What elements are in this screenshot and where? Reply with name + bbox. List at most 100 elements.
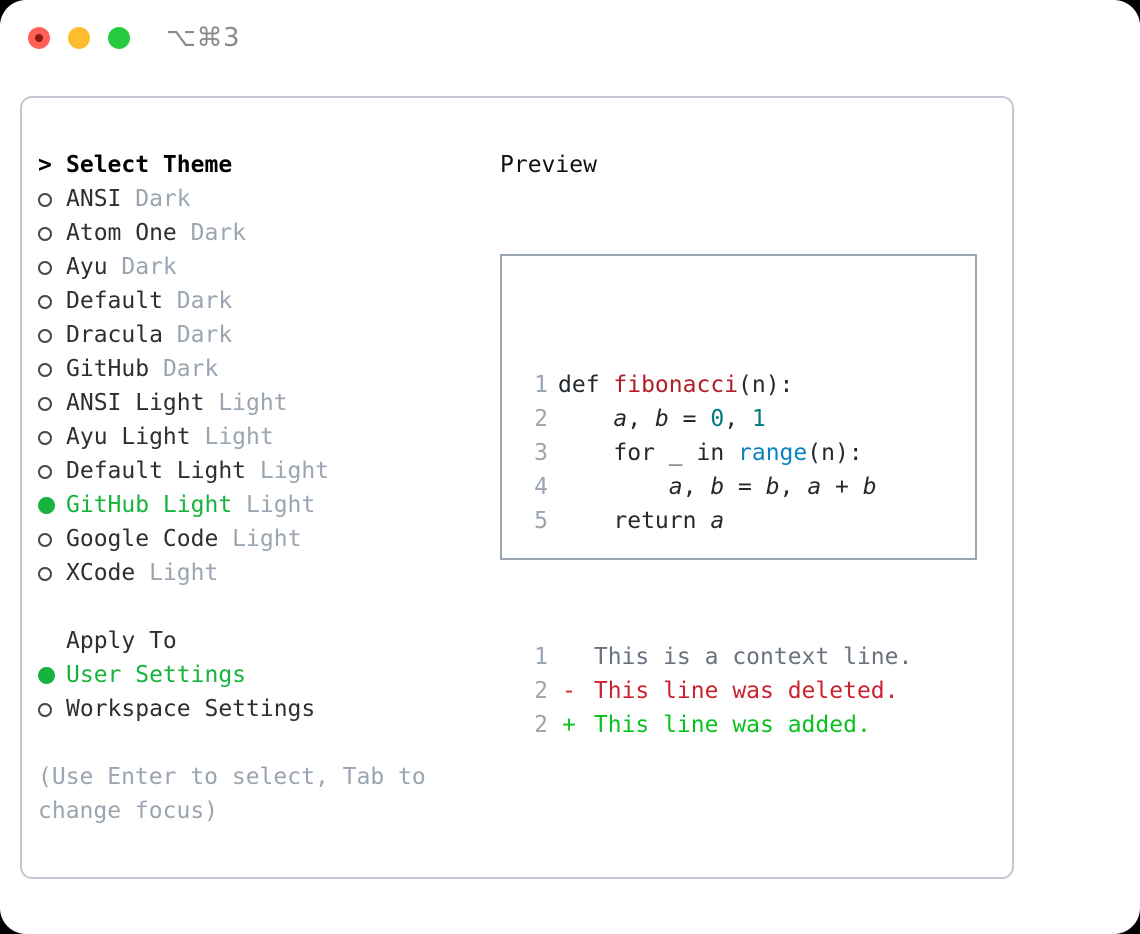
apply-to-option-workspace-settings[interactable]: Workspace Settings [38,692,488,726]
theme-option-ansi[interactable]: ANSI Dark [38,182,488,216]
code-token-plain: for _ in [558,440,739,466]
code-token-var: a [710,508,725,534]
apply-to-option-label: User Settings [66,662,247,688]
theme-option-dracula[interactable]: Dracula Dark [38,318,488,352]
theme-option-label: Default [66,288,163,314]
diff-line-context: 1 This is a context line. [520,640,912,674]
diff-line-deleted: 2- This line was deleted. [520,674,912,708]
minimize-button-icon[interactable] [68,27,90,49]
keyboard-hint-line1: (Use Enter to select, Tab to [38,764,426,790]
code-line-number: 5 [534,508,548,534]
apply-to-option-bullet [38,692,66,726]
diff-line-text: This line was added. [580,712,871,738]
theme-option-bullet [38,556,66,590]
radio-unselected-icon [38,226,52,241]
theme-option-tag: Light [135,560,219,586]
theme-option-bullet [38,284,66,318]
theme-option-label: GitHub Light [66,492,233,518]
code-line-text: def fibonacci(n): [558,368,793,402]
theme-option-label: Atom One [66,220,177,246]
theme-option-tag: Light [204,390,288,416]
theme-option-default-light[interactable]: Default Light Light [38,454,488,488]
code-line: 5 return a [520,504,912,538]
code-line-number: 3 [534,440,548,466]
list-spacer [38,590,488,624]
theme-option-tag: Dark [162,288,233,314]
code-token-builtin: range [738,440,808,466]
theme-option-atom-one[interactable]: Atom One Dark [38,216,488,250]
code-line-text: return a [558,504,724,538]
window-controls [28,27,130,49]
code-token-plain: def [558,372,614,398]
theme-option-bullet [38,250,66,284]
theme-option-tag: Light [218,526,302,552]
theme-option-label: XCode [66,560,136,586]
theme-option-bullet [38,522,66,556]
theme-option-github[interactable]: GitHub Dark [38,352,488,386]
code-line-text: a, b = b, a + b [558,470,877,504]
theme-option-label: Google Code [66,526,219,552]
theme-option-bullet [38,182,66,216]
theme-option-google-code[interactable]: Google Code Light [38,522,488,556]
code-token-plain: = [668,406,711,432]
close-button-icon[interactable] [28,27,50,49]
diff-sample: 1 This is a context line.2- This line wa… [520,640,912,742]
radio-unselected-icon [38,192,52,207]
theme-list-heading-row: > Select Theme [38,148,488,182]
code-token-plain: (n): [738,372,794,398]
radio-selected-icon [38,497,55,514]
code-token-var: b [862,474,877,500]
preview-title: Preview [500,152,597,178]
radio-unselected-icon [38,396,52,411]
prompt-caret-icon: > [38,152,52,178]
code-token-plain: , [779,474,808,500]
code-token-plain: (n): [807,440,863,466]
theme-option-tag: Dark [107,254,177,280]
code-token-num: 0 [710,406,725,432]
apply-to-option-user-settings[interactable]: User Settings [38,658,488,692]
keyboard-shortcut-label: ⌥⌘3 [166,23,241,53]
code-line-number: 4 [534,474,548,500]
theme-option-ayu-light[interactable]: Ayu Light Light [38,420,488,454]
code-token-plain [558,406,613,432]
theme-option-github-light[interactable]: GitHub Light Light [38,488,488,522]
theme-option-bullet [38,216,66,250]
theme-option-bullet [38,488,66,522]
diff-line-number: 2 [534,678,548,704]
code-line-number: 2 [534,406,548,432]
theme-option-bullet [38,454,66,488]
theme-option-default[interactable]: Default Dark [38,284,488,318]
maximize-button-icon[interactable] [108,27,130,49]
theme-option-tag: Light [232,492,316,518]
theme-option-ansi-light[interactable]: ANSI Light Light [38,386,488,420]
radio-unselected-icon [38,294,52,309]
theme-option-xcode[interactable]: XCode Light [38,556,488,590]
keyboard-hint-line2: change focus) [38,798,219,824]
apply-to-heading-row: Apply To [38,624,488,658]
theme-option-label: ANSI Light [66,390,205,416]
theme-option-ayu[interactable]: Ayu Dark [38,250,488,284]
code-token-var: a [613,406,628,432]
code-line-text: for _ in range(n): [558,436,863,470]
apply-to-option-label: Workspace Settings [66,696,316,722]
theme-option-tag: Dark [149,356,219,382]
theme-option-bullet [38,420,66,454]
theme-option-label: Default Light [66,458,247,484]
radio-unselected-icon [38,702,52,717]
theme-option-label: Dracula [66,322,163,348]
code-line: 4 a, b = b, a + b [520,470,912,504]
radio-unselected-icon [38,328,52,343]
theme-option-label: Ayu Light [66,424,191,450]
page-title: Select Theme [66,152,233,178]
theme-option-bullet [38,352,66,386]
title-bar: ⌥⌘3 [0,0,1140,76]
radio-unselected-icon [38,566,52,581]
